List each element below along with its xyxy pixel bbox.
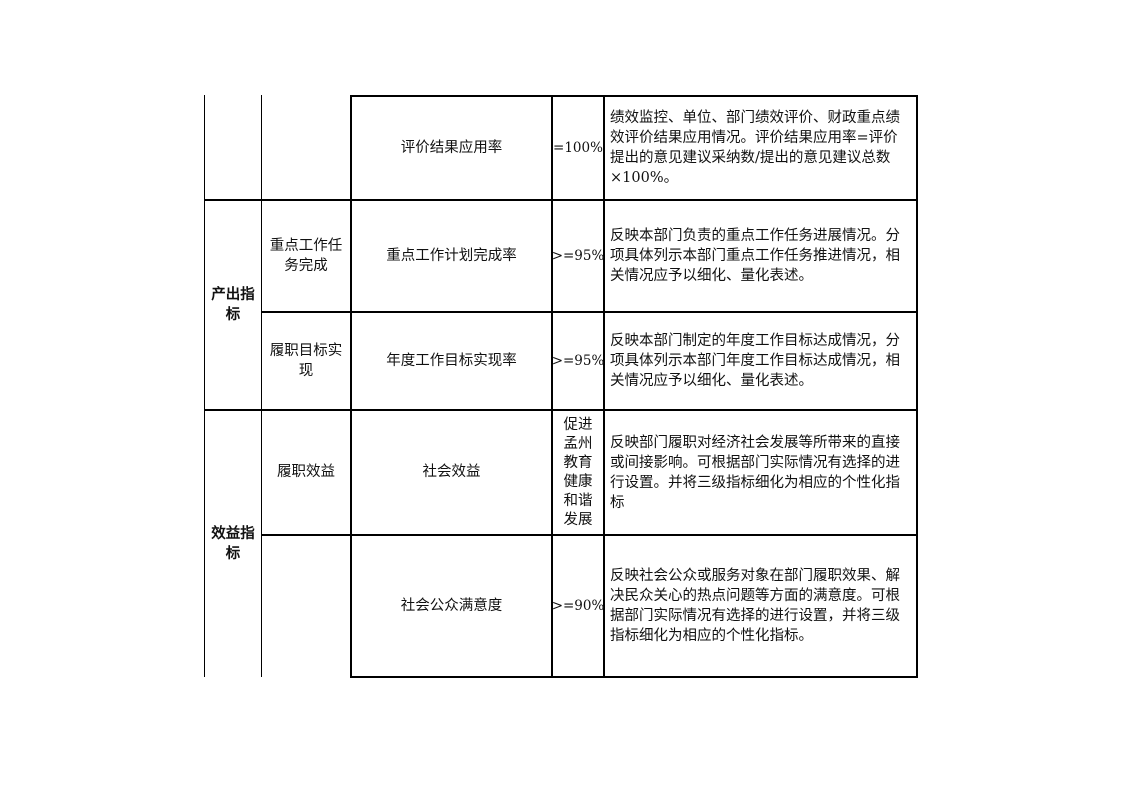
indicator-name: 重点工作计划完成率: [386, 247, 517, 264]
target-value: 促进孟州教育健康和谐发展: [563, 416, 593, 528]
description-text: 反映部门履职对经济社会发展等所带来的直接或间接影响。可根据部门实际情况有选择的进…: [610, 434, 900, 511]
category-output: 产出指标: [205, 201, 261, 409]
value-cell: 促进孟州教育健康和谐发展: [553, 411, 603, 534]
grid-line: [204, 409, 918, 411]
indicator-name: 社会效益: [422, 464, 481, 480]
target-value: =100%: [553, 139, 603, 156]
target-value: >=95%: [551, 247, 605, 264]
grid-line: [916, 95, 918, 678]
grid-line: [261, 534, 918, 536]
sub-category-label: 履职效益: [277, 464, 335, 480]
target-value: >=95%: [551, 352, 605, 369]
category-benefit: 效益指标: [205, 411, 261, 677]
category-label: 效益指标: [211, 526, 255, 562]
grid-line: [551, 95, 553, 678]
indicator-name: 年度工作目标实现率: [386, 352, 517, 369]
description-text: 反映本部门制定的年度工作目标达成情况，分项具体列示本部门年度工作目标达成情况，相…: [610, 333, 900, 389]
indicator-cell: 年度工作目标实现率: [352, 313, 551, 409]
sub-category-cell: 履职目标实现: [262, 313, 350, 409]
value-cell: =100%: [553, 97, 603, 199]
grid-line: [204, 95, 205, 677]
description-cell: 反映本部门负责的重点工作任务进展情况。分项具体列示本部门重点工作任务推进情况，相…: [605, 201, 916, 311]
grid-line: [261, 311, 918, 313]
grid-line: [603, 95, 605, 678]
sub-category-cell: 重点工作任务完成: [262, 201, 350, 311]
description-text: 反映本部门负责的重点工作任务进展情况。分项具体列示本部门重点工作任务推进情况，相…: [610, 228, 900, 284]
target-value: >=90%: [551, 597, 605, 614]
sub-category-label: 重点工作任务完成: [269, 238, 343, 274]
value-cell: >=95%: [551, 201, 605, 311]
sub-category-cell: 履职效益: [262, 411, 350, 534]
grid-line: [350, 95, 918, 97]
value-cell: >=95%: [551, 313, 605, 409]
grid-line: [204, 199, 918, 201]
description-text: 绩效监控、单位、部门绩效评价、财政重点绩效评价结果应用情况。评价结果应用率=评价…: [610, 110, 900, 186]
indicator-cell: 评价结果应用率: [352, 97, 551, 199]
indicator-cell: 社会公众满意度: [352, 536, 551, 676]
description-cell: 反映部门履职对经济社会发展等所带来的直接或间接影响。可根据部门实际情况有选择的进…: [605, 411, 916, 534]
indicator-cell: 重点工作计划完成率: [352, 201, 551, 311]
sub-category-label: 履职目标实现: [269, 343, 343, 379]
description-cell: 反映社会公众或服务对象在部门履职效果、解决民众关心的热点问题等方面的满意度。可根…: [605, 536, 916, 676]
description-cell: 绩效监控、单位、部门绩效评价、财政重点绩效评价结果应用情况。评价结果应用率=评价…: [605, 97, 916, 199]
description-cell: 反映本部门制定的年度工作目标达成情况，分项具体列示本部门年度工作目标达成情况，相…: [605, 313, 916, 409]
value-cell: >=90%: [551, 536, 605, 676]
grid-line: [350, 95, 352, 678]
category-label: 产出指标: [211, 287, 255, 323]
grid-line: [261, 95, 262, 677]
indicator-name: 评价结果应用率: [400, 139, 503, 156]
indicator-cell: 社会效益: [352, 411, 551, 534]
indicator-name: 社会公众满意度: [400, 597, 503, 614]
description-text: 反映社会公众或服务对象在部门履职效果、解决民众关心的热点问题等方面的满意度。可根…: [610, 568, 900, 644]
grid-line: [350, 676, 918, 678]
